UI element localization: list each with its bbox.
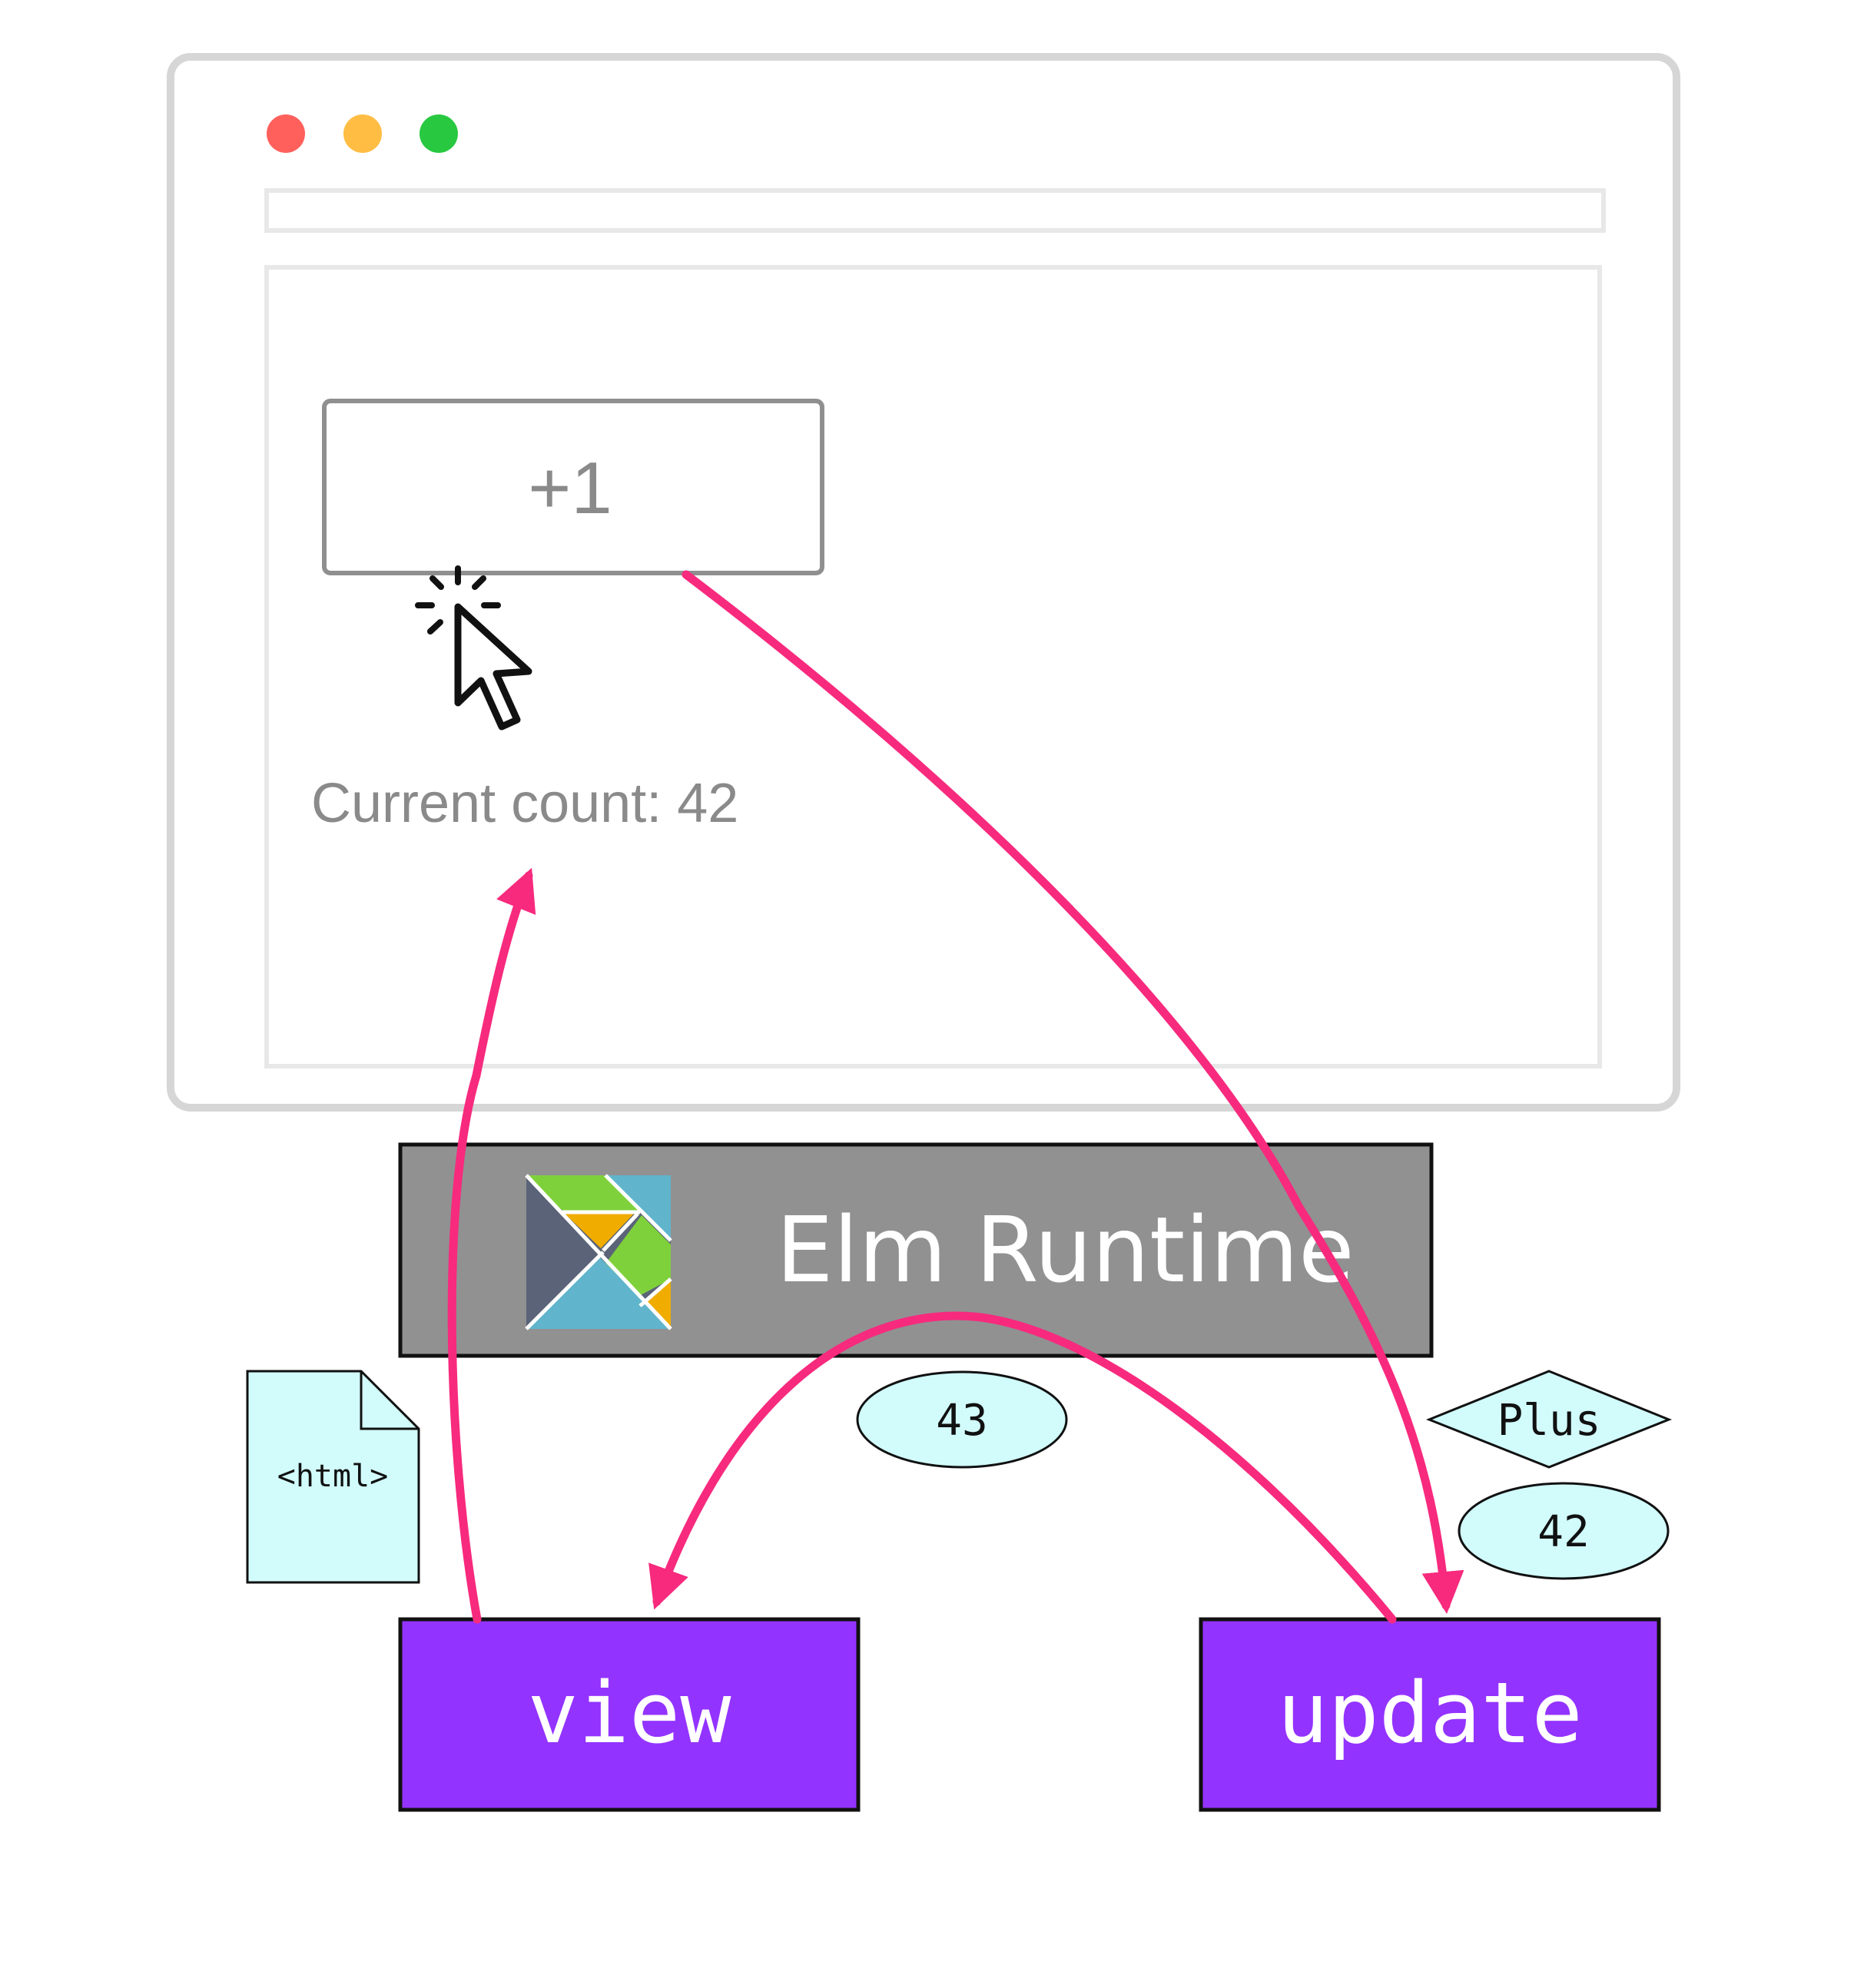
old-model-label: 42 (1537, 1507, 1589, 1557)
elm-runtime-label: Elm Runtime (776, 1197, 1355, 1303)
elm-logo-icon (525, 1174, 672, 1330)
old-model-ellipse (1458, 1482, 1670, 1580)
msg-label: Plus (1497, 1396, 1601, 1446)
html-document-icon: <html> (246, 1370, 420, 1584)
new-model-ellipse (856, 1370, 1068, 1469)
update-function: update (1199, 1617, 1661, 1812)
current-count-text: Current count: 42 (311, 773, 738, 834)
increment-button-box[interactable] (322, 399, 824, 575)
msg-diamond (1425, 1370, 1673, 1469)
arrow-view-to-page (447, 867, 536, 1624)
arrow-button-to-update (682, 570, 1464, 1614)
view-function: view (398, 1617, 861, 1812)
close-window-dot[interactable] (267, 114, 305, 153)
increment-button[interactable]: +1 (322, 399, 824, 575)
update-function-box (1199, 1617, 1661, 1812)
browser-window (167, 53, 1680, 1112)
elm-runtime-bar: Elm Runtime (398, 1142, 1434, 1358)
new-model-value: 43 (856, 1370, 1068, 1469)
html-document-label: <html> (277, 1459, 389, 1494)
address-bar[interactable] (264, 188, 1606, 233)
arrow-update-to-view (648, 1311, 1397, 1624)
click-cursor-icon (415, 565, 532, 731)
increment-button-label: +1 (528, 447, 612, 529)
view-function-label: view (528, 1664, 732, 1762)
msg-value: Plus (1425, 1370, 1673, 1469)
old-model-value: 42 (1458, 1482, 1670, 1580)
update-function-label: update (1277, 1664, 1582, 1762)
minimize-window-dot[interactable] (343, 114, 382, 153)
view-function-box (398, 1617, 861, 1812)
new-model-label: 43 (936, 1396, 987, 1446)
maximize-window-dot[interactable] (420, 114, 458, 153)
